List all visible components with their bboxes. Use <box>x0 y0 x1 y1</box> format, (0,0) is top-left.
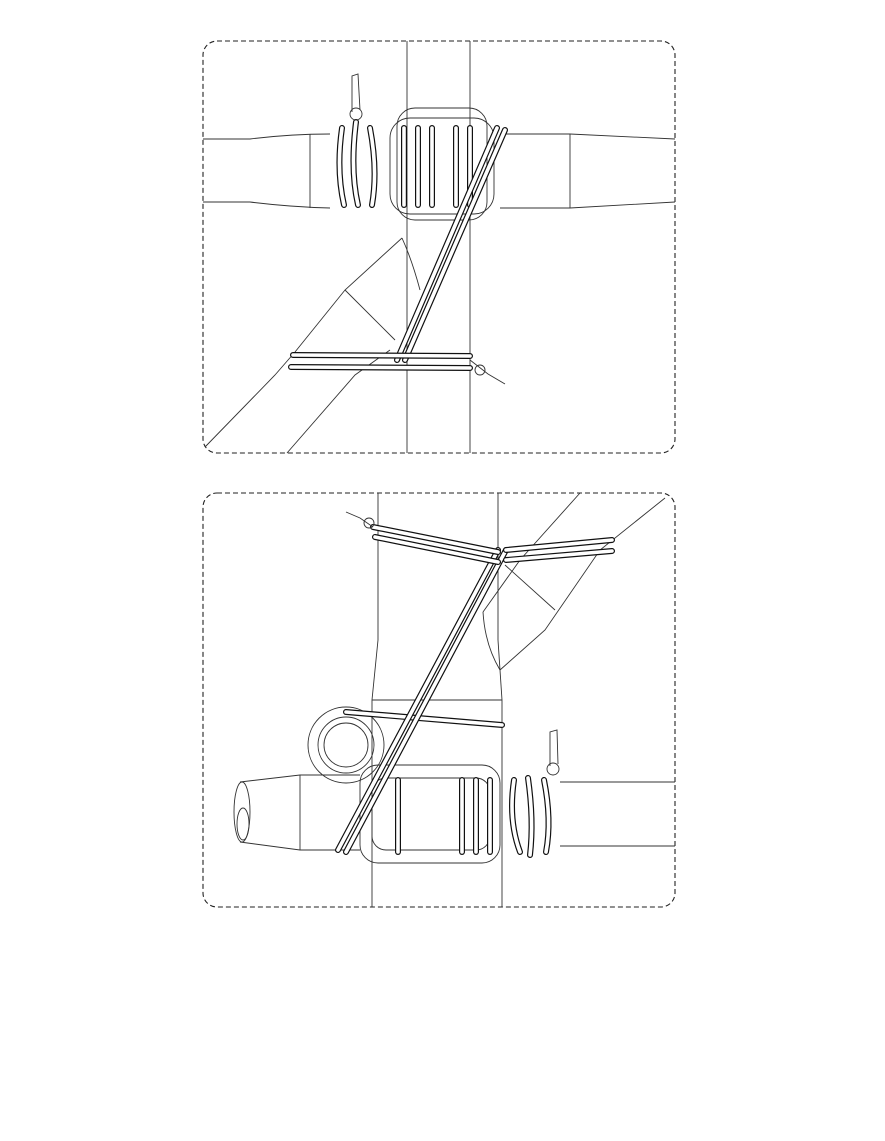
upper-diagonal-rope <box>397 128 505 360</box>
upper-panel-frame <box>203 41 675 453</box>
lower-top-rope <box>346 512 612 562</box>
upper-horizontal-pole <box>203 134 675 208</box>
lower-vertical-pole <box>372 493 502 907</box>
lower-clove-hitch <box>512 730 559 855</box>
upper-lashing-wraps <box>339 74 494 220</box>
lower-wrap-turns <box>398 780 490 852</box>
upper-vertical-pole <box>407 41 470 453</box>
lower-diagonal-pole <box>483 493 665 670</box>
upper-diagonal-pole <box>205 238 420 453</box>
lower-panel <box>203 493 675 907</box>
lower-diagonal-rope <box>338 550 506 852</box>
upper-wrap-turns <box>404 128 470 205</box>
upper-clove-hitch <box>339 74 374 205</box>
upper-panel <box>203 41 675 453</box>
lower-horizontal-pole <box>234 775 675 850</box>
